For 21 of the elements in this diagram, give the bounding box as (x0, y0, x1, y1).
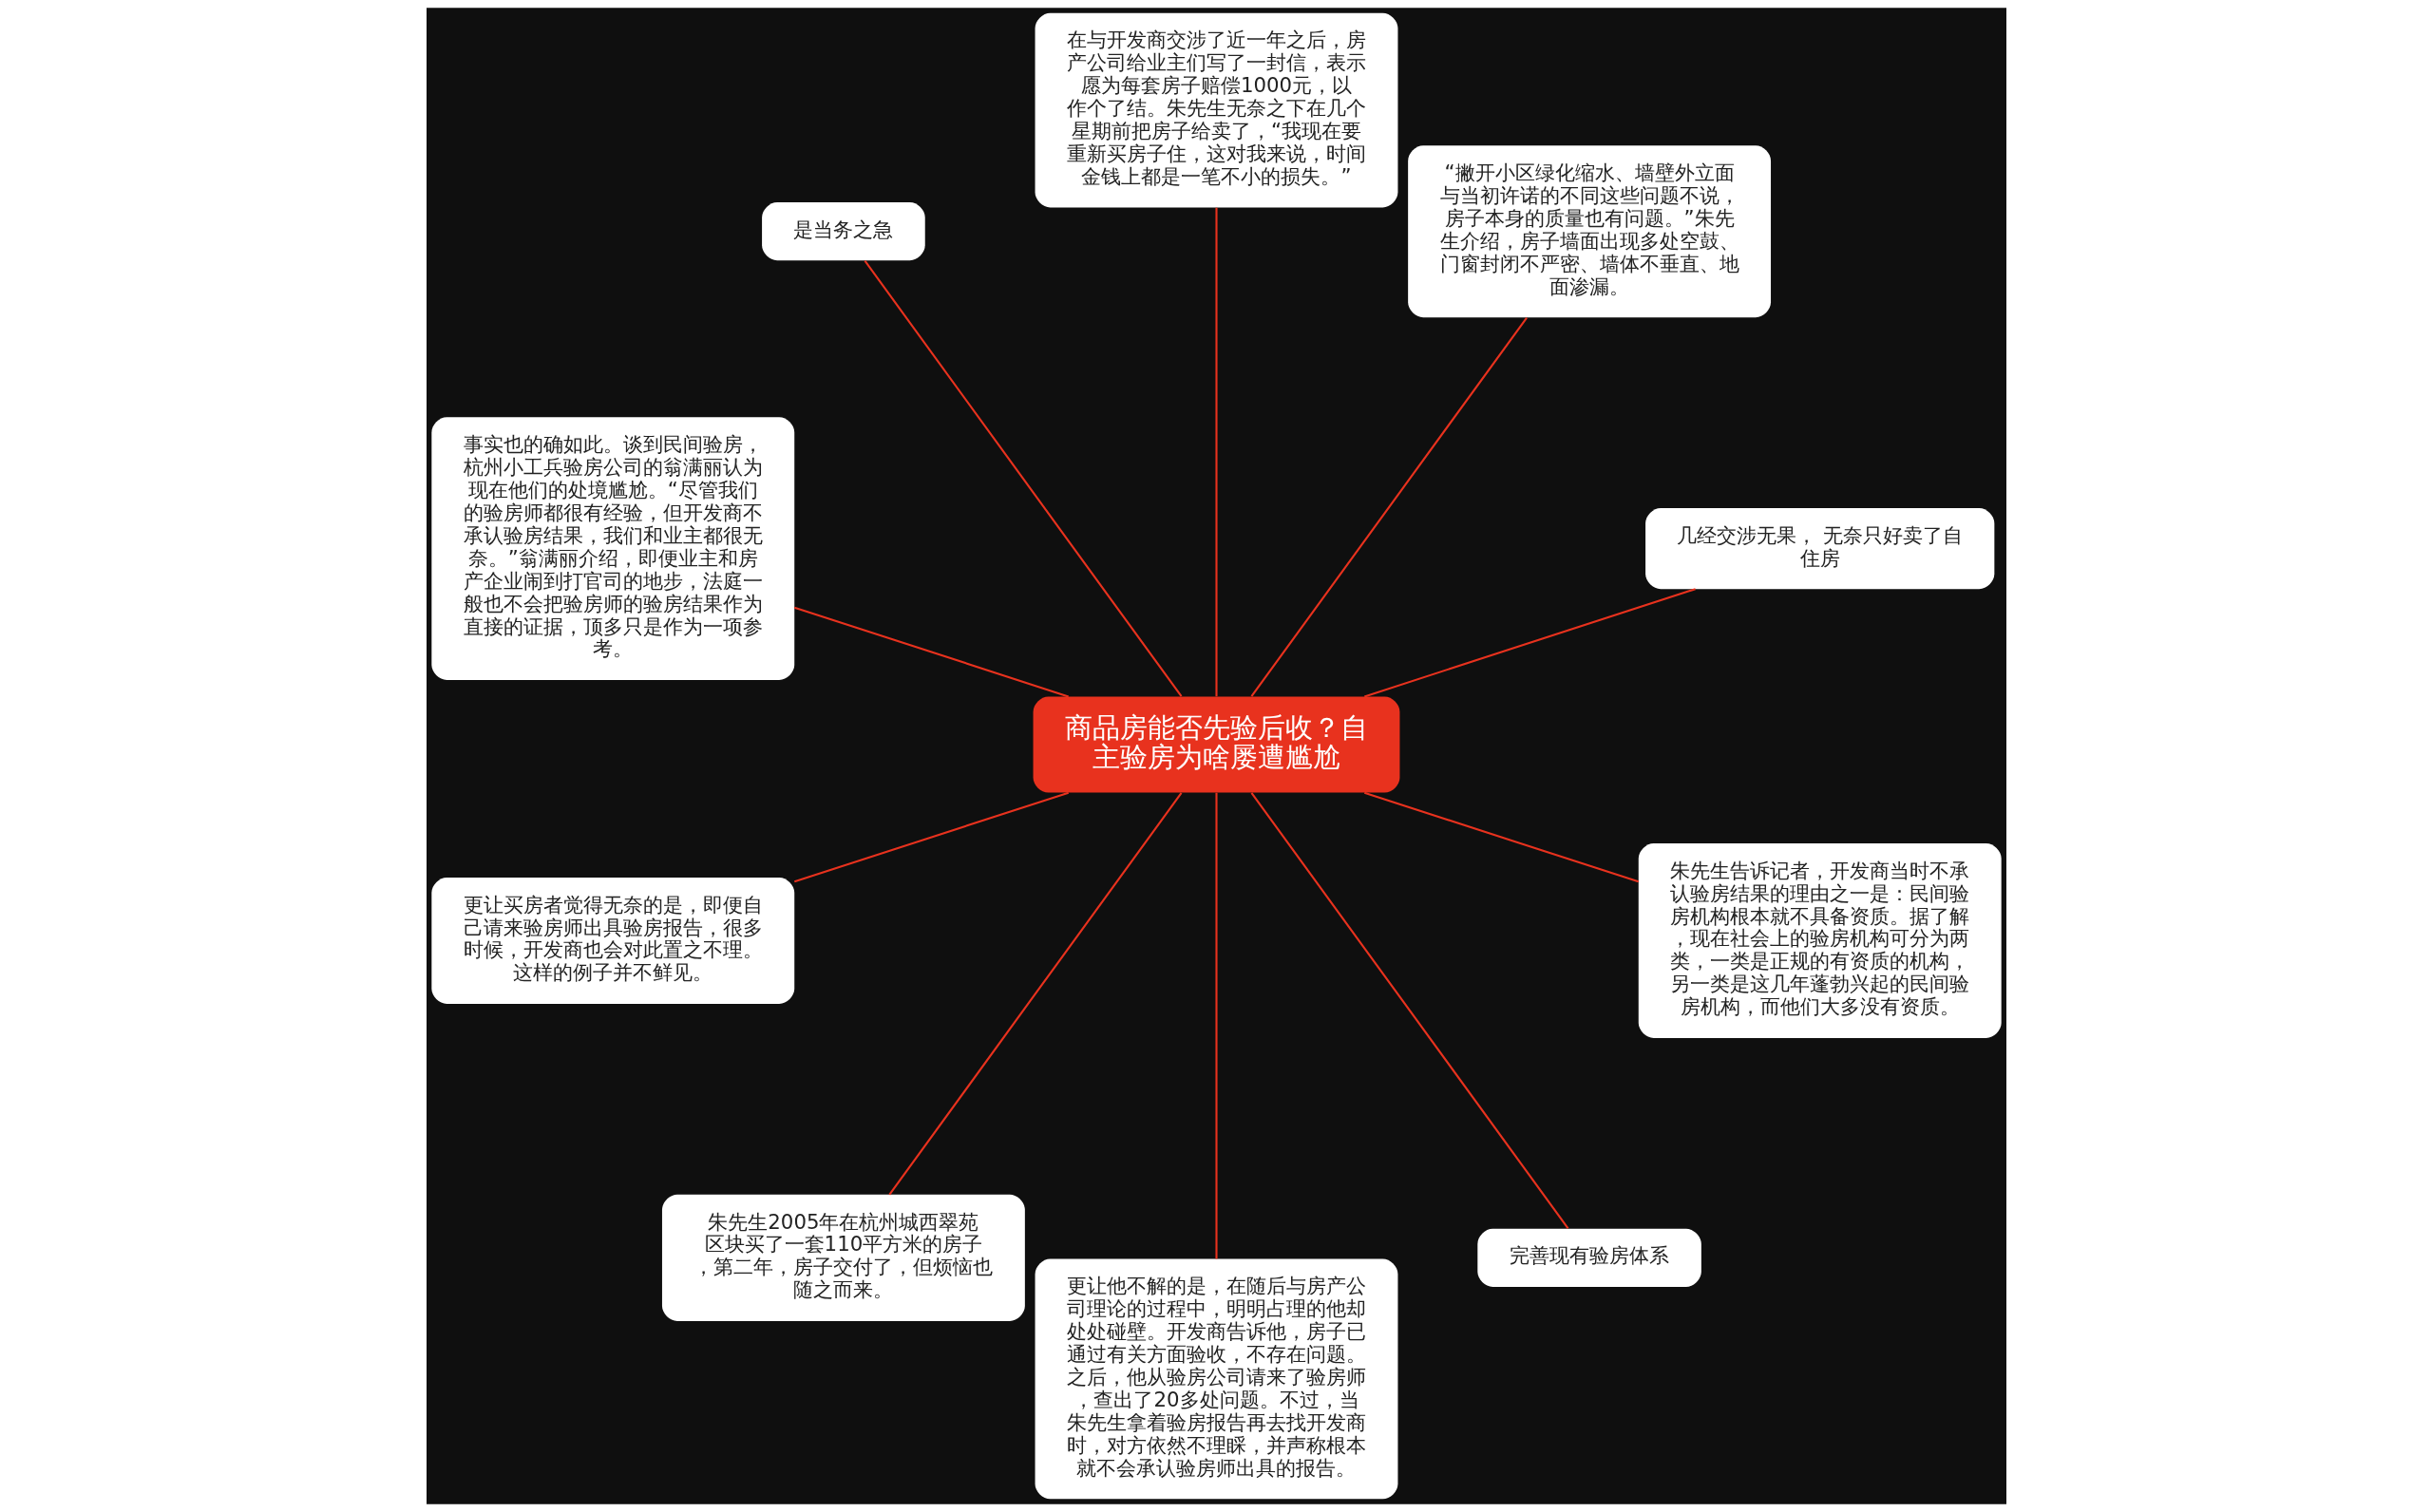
node-box: 商品房能否先验后收？自主验房为啥屡遭尴尬 (1033, 696, 1399, 793)
connector (1363, 791, 1639, 883)
connector (1250, 792, 1568, 1229)
connector (1250, 316, 1528, 697)
node-box: 是当务之急 (761, 202, 925, 261)
connector (1363, 588, 1696, 698)
connector (864, 260, 1182, 697)
node-box: 几经交涉无果， 无奈只好卖了自住房 (1644, 508, 1994, 590)
node-box: 在与开发商交涉了近一年之后，房产公司给业主们写了一封信，表示愿为每套房子赔偿1000元，以作个了结。朱先生无奈之下在几个星期前把房子给卖了，“我现在要重新买房子住，这对我来说，时间金钱上都是一笔不小的损失。” (1035, 12, 1397, 208)
connector (1214, 792, 1218, 1259)
node-box: 事实也的确如此。谈到民间验房，杭州小工兵验房公司的翁满丽认为现在他们的处境尴尬。“尽管我们的验房师都很有经验，但开发商不承认验房结果，我们和业主都很无奈。”翁满丽介绍，即便业主和房产企业闹到打官司的地步，法庭一般也不会把验房师的验房结果作为直接的证据，顶多只是作为一项参考。 (430, 417, 794, 680)
node-box: 朱先生2005年在杭州城西翠苑区块买了一套110平方米的房子，第二年，房子交付了，但烦恼也随之而来。 (661, 1194, 1025, 1321)
connector (793, 606, 1069, 698)
node-box: “撇开小区绿化缩水、墙壁外立面与当初许诺的不同这些问题不说，房子本身的质量也有问题。”朱先生介绍，房子墙面出现多处空鼓、门窗封闭不严密、墙体不垂直、地面渗漏。 (1407, 145, 1771, 318)
node-box: 完善现有验房体系 (1476, 1228, 1701, 1287)
connector (793, 791, 1069, 883)
connector (1214, 207, 1218, 697)
connector (887, 792, 1182, 1196)
node-box: 更让他不解的是，在随后与房产公司理论的过程中，明明占理的他却处处碰壁。开发商告诉他，房子已通过有关方面验收，不存在问题。之后，他从验房公司请来了验房师，查出了20多处问题。不过，当朱先生拿着验房报告再去找开发商时，对方依然不理睬，并声称根本就不会承认验房师出具的报告。 (1035, 1258, 1397, 1500)
node-box: 更让买房者觉得无奈的是，即便自己请来验房师出具验房报告，很多时候，开发商也会对此置之不理。这样的例子并不鲜见。 (430, 877, 794, 1004)
node-box: 朱先生告诉记者，开发商当时不承认验房结果的理由之一是：民间验房机构根本就不具备资质。据了解，现在社会上的验房机构可分为两类，一类是正规的有资质的机构，另一类是这几年蓬勃兴起的民间验房机构，而他们大多没有资质。 (1638, 842, 2002, 1038)
